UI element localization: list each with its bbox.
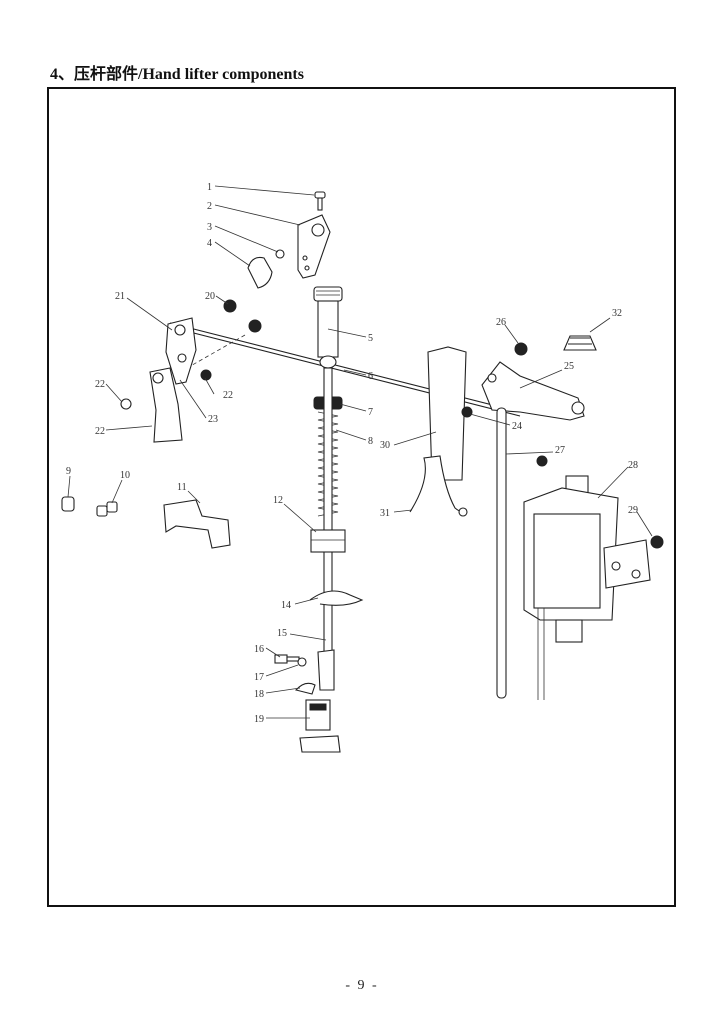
presser-spring-7-8-part <box>313 367 343 679</box>
callout-15: 15 <box>277 628 287 639</box>
e-ring-22-part <box>120 398 132 410</box>
callout-29: 29 <box>628 505 638 516</box>
bracket-12-part <box>310 529 346 553</box>
knob-4-part <box>247 256 273 289</box>
guide-15-part <box>317 649 335 691</box>
callout-10: 10 <box>120 470 130 481</box>
screws-20-part <box>200 299 262 381</box>
callout-1: 1 <box>207 182 212 193</box>
callout-22-lower: 22 <box>95 426 105 437</box>
spring-32-part <box>563 335 597 351</box>
callout-11: 11 <box>177 482 187 493</box>
callout-16: 16 <box>254 644 264 655</box>
callout-24: 24 <box>512 421 522 432</box>
callout-19: 19 <box>254 714 264 725</box>
screw-16-spring-17-part <box>274 654 307 667</box>
callout-27: 27 <box>555 445 565 456</box>
screw-1-part <box>314 191 326 211</box>
callout-7: 7 <box>368 407 373 418</box>
callout-9: 9 <box>66 466 71 477</box>
lifter-arm-2-part <box>297 214 331 279</box>
washer-3-part <box>275 249 285 259</box>
leader-lines <box>67 185 653 719</box>
parts-drawing <box>61 191 664 753</box>
callout-25: 25 <box>564 361 574 372</box>
callout-22-right: 22 <box>223 390 233 401</box>
callout-22-upper: 22 <box>95 379 105 390</box>
callout-5: 5 <box>368 333 373 344</box>
clip-14-part <box>309 590 364 606</box>
rod-27-part <box>496 407 507 699</box>
callout-8: 8 <box>368 436 373 447</box>
callout-20: 20 <box>205 291 215 302</box>
callout-23: 23 <box>208 414 218 425</box>
callout-4: 4 <box>207 238 212 249</box>
screw-29-part <box>650 535 664 549</box>
callout-labels: 1 2 3 4 5 6 7 8 9 10 11 12 14 15 16 17 1… <box>66 182 638 725</box>
screw-26-part <box>514 342 528 356</box>
callout-31: 31 <box>380 508 390 519</box>
diagram-frame <box>47 87 676 907</box>
callout-28: 28 <box>628 460 638 471</box>
callout-21: 21 <box>115 291 125 302</box>
collars-9-10-part <box>61 496 118 517</box>
callout-32: 32 <box>612 308 622 319</box>
page-number: - 9 - <box>345 978 379 993</box>
callout-12: 12 <box>273 495 283 506</box>
screw-24-part <box>461 406 473 418</box>
callout-6: 6 <box>368 371 373 382</box>
plate-11-part <box>163 499 231 549</box>
callout-3: 3 <box>207 222 212 233</box>
page-title: 4、压杆部件/Hand lifter components <box>50 66 304 83</box>
link-18-part <box>294 682 316 695</box>
lifter-lever-21-23-part <box>149 317 197 443</box>
solenoid-28-part <box>523 475 651 700</box>
callout-14: 14 <box>281 600 291 611</box>
callout-2: 2 <box>207 201 212 212</box>
callout-30: 30 <box>380 440 390 451</box>
bushing-5-part <box>313 286 343 369</box>
callout-26: 26 <box>496 317 506 328</box>
callout-17: 17 <box>254 672 264 683</box>
callout-18: 18 <box>254 689 264 700</box>
presser-foot-19-part <box>299 699 341 753</box>
